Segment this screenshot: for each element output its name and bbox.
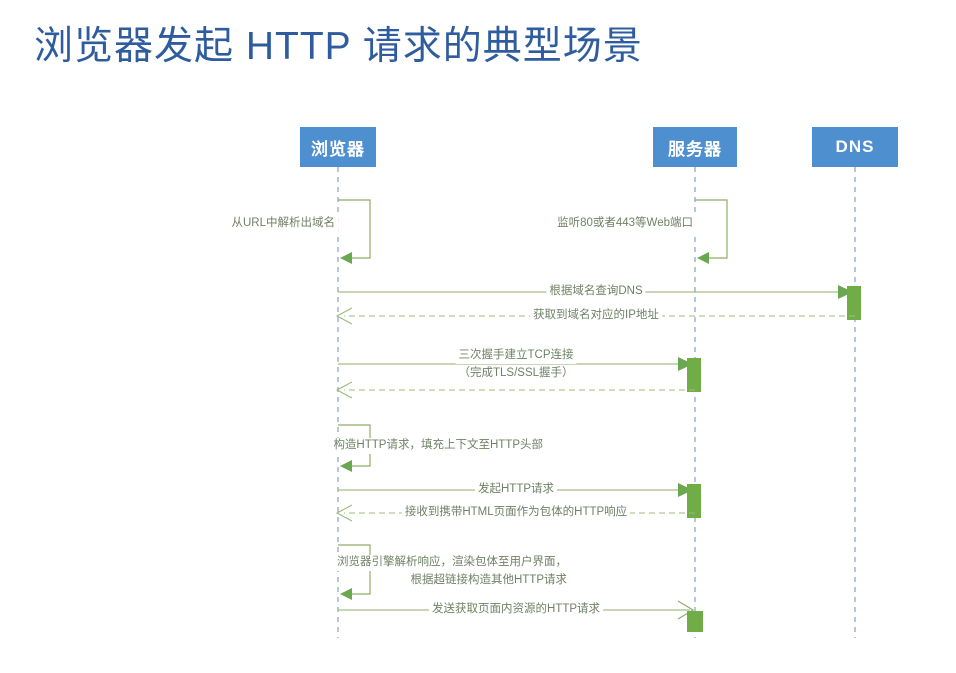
message-m10-self-render-response bbox=[338, 544, 371, 600]
page-title: 浏览器发起 HTTP 请求的典型场景 bbox=[34, 25, 643, 68]
actor-label-browser: 浏览器 bbox=[311, 139, 365, 159]
message-m2-self-listen-ports bbox=[695, 199, 728, 264]
actor-box-browser[interactable]: 浏览器 bbox=[300, 127, 376, 167]
message-label-m11: 发送获取页面内资源的HTTP请求 bbox=[428, 602, 604, 618]
message-label-m5-line2: （完成TLS/SSL握手） bbox=[455, 366, 577, 382]
actor-box-server[interactable]: 服务器 bbox=[653, 127, 737, 167]
actor-label-server: 服务器 bbox=[668, 139, 722, 159]
activation-server-http bbox=[687, 484, 701, 518]
message-label-m2: 监听80或者443等Web端口 bbox=[554, 216, 696, 232]
activation-dns bbox=[847, 286, 861, 320]
message-label-m5-line1: 三次握手建立TCP连接 bbox=[455, 348, 577, 364]
activation-server-subresource bbox=[687, 611, 703, 632]
message-label-m4: 获取到域名对应的IP地址 bbox=[530, 308, 662, 324]
message-label-m9: 接收到携带HTML页面作为包体的HTTP响应 bbox=[401, 505, 631, 521]
actor-box-dns[interactable]: DNS bbox=[812, 127, 898, 167]
message-m5-tcp-handshake bbox=[338, 357, 693, 371]
message-label-m8: 发起HTTP请求 bbox=[474, 482, 558, 498]
actor-label-dns: DNS bbox=[835, 137, 875, 156]
message-label-m3: 根据域名查询DNS bbox=[546, 284, 646, 300]
message-m1-self-parse-url bbox=[338, 199, 371, 264]
message-label-m1: 从URL中解析出域名 bbox=[228, 216, 338, 232]
message-label-m10-line2: 根据超链接构造其他HTTP请求 bbox=[407, 573, 570, 589]
message-m6-tcp-ack bbox=[335, 381, 695, 399]
activation-server-tcp bbox=[687, 358, 701, 392]
message-label-m10-line1: 浏览器引擎解析响应，渲染包体至用户界面， bbox=[334, 555, 570, 571]
message-label-m7: 构造HTTP请求，填充上下文至HTTP头部 bbox=[330, 438, 546, 454]
